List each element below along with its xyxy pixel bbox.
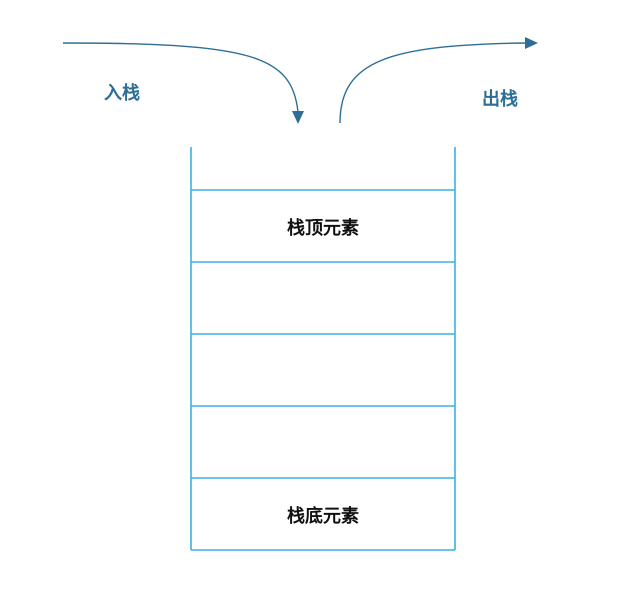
stack-bottom-element-label: 栈底元素 xyxy=(287,505,359,527)
pop-label: 出栈 xyxy=(482,88,518,110)
stack-container xyxy=(190,147,456,551)
push-arrow-curve xyxy=(62,42,299,113)
push-arrow-head xyxy=(292,111,304,124)
push-arrow xyxy=(62,42,304,124)
pop-arrow-curve xyxy=(339,42,527,124)
push-label: 入栈 xyxy=(104,82,140,104)
pop-arrow-head xyxy=(525,37,538,49)
pop-arrow xyxy=(339,37,538,124)
stack-top-element-label: 栈顶元素 xyxy=(287,217,359,239)
